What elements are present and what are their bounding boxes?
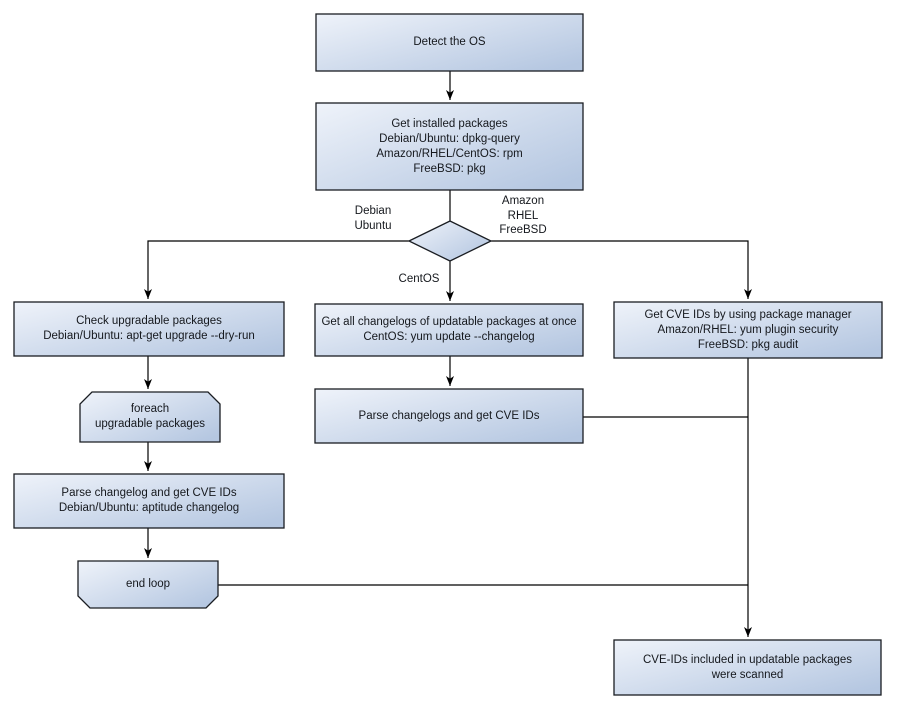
node-get-changelogs-shape (314, 303, 584, 357)
edge-decision-to-get-cve (491, 240, 752, 299)
edge-label-line: Amazon (501, 195, 545, 207)
edge-label-line: Debian (354, 205, 392, 217)
node-parse-changelog-left-shape (13, 473, 285, 529)
node-foreach-loop-shape (79, 391, 221, 443)
node-get-installed-shape (315, 102, 584, 191)
edge-decision-to-check-upgradable (144, 240, 409, 299)
node-get-cve-pkgmgr-shape (613, 301, 883, 359)
node-end-loop-shape (77, 560, 219, 609)
edge-label-amazon-rhel-freebsd: Amazon RHEL FreeBSD (483, 194, 563, 238)
edge-label-line: CentOS (398, 273, 440, 285)
node-parse-changelogs-mid-shape (314, 388, 584, 444)
edge-label-debian-ubuntu: Debian Ubuntu (333, 204, 413, 233)
edge-label-line: FreeBSD (499, 224, 547, 236)
node-check-upgradable-shape (13, 301, 285, 357)
edge-label-line: Ubuntu (354, 219, 392, 232)
edge-label-centos: CentOS (388, 272, 450, 287)
node-scanned-shape (613, 639, 882, 696)
decision-diamond-shape (407, 220, 493, 262)
node-detect-os-shape (315, 13, 584, 72)
edge-label-line: RHEL (507, 209, 539, 222)
